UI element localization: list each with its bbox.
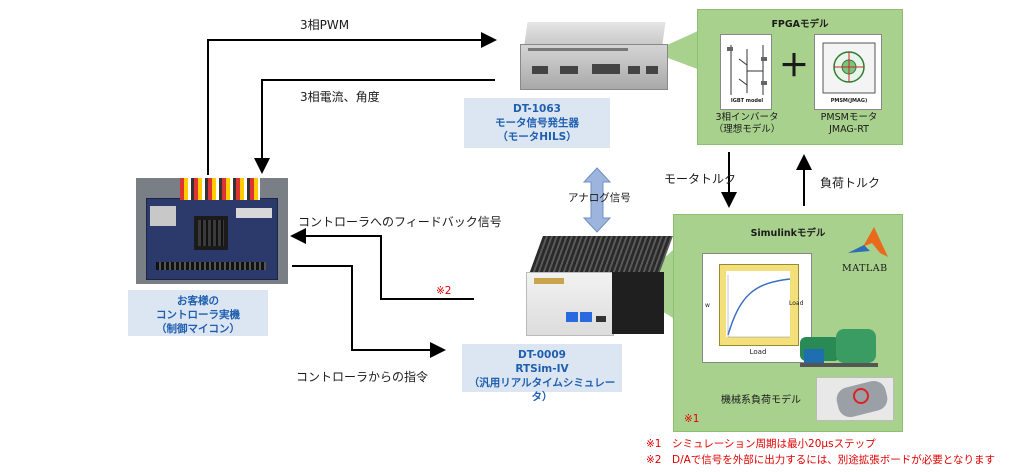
- mark1-label: ※1: [684, 413, 700, 425]
- analog-double-arrow: [582, 167, 612, 233]
- fpga-panel-title: FPGAモデル: [771, 19, 829, 30]
- mechanical-machine-image: [800, 319, 878, 369]
- controller-line2: コントローラ実機: [156, 309, 240, 321]
- pmsm-motor-icon: [822, 42, 876, 94]
- feedback-arrow: [290, 228, 474, 300]
- command-arrow: [292, 265, 446, 358]
- pmsm-card-label: PMSM(JMAG): [830, 98, 868, 104]
- load-torque-label: 負荷トルク: [820, 176, 881, 190]
- dt1063-device-image: [520, 22, 670, 90]
- dt1063-label-box: DT-1063 モータ信号発生器 （モータHILS）: [464, 98, 610, 148]
- plot-xlabel: Load: [749, 348, 767, 356]
- pwm-label: 3相PWM: [300, 18, 350, 32]
- analog-label: アナログ信号: [568, 192, 631, 204]
- plot-right-port: Load: [789, 300, 804, 307]
- motor-torque-label: モータトルク: [664, 172, 737, 186]
- footnote-1: ※1 シミュレーション周期は最小20μsステップ: [646, 438, 876, 450]
- pmsm-model-card: PMSM(JMAG): [814, 34, 882, 110]
- rtsim-line1: DT-0009: [518, 349, 566, 361]
- pwm-arrow: [207, 32, 497, 175]
- load-model-caption: 機械系負荷モデル: [721, 395, 801, 406]
- rtsim-line3: （汎用リアルタイムシミュレータ）: [468, 377, 616, 403]
- inverter-card-label: IGBT model: [730, 98, 764, 104]
- plus-symbol: ＋: [779, 49, 809, 84]
- fpga-model-panel: FPGAモデル IGBT model ＋ PMSM(JMAG) 3相インバータ …: [697, 9, 903, 145]
- dt1063-line3: （モータHILS）: [497, 131, 577, 143]
- feedback-label: コントローラへのフィードバック信号: [298, 215, 502, 229]
- pmsm-caption-line1: PMSMモータ: [820, 112, 878, 123]
- controller-line1: お客様の: [177, 295, 219, 307]
- mark2-label: ※2: [436, 285, 452, 297]
- simulink-model-panel: Simulinkモデル MATLAB w Load Load 機械系負荷モデル …: [673, 214, 903, 432]
- rtsim-device-image: [506, 236, 673, 336]
- cad-model-image: [816, 377, 894, 421]
- current-angle-arrow: [254, 79, 495, 174]
- fpga-callout-wedge: [652, 30, 700, 70]
- matlab-wordmark: MATLAB: [842, 263, 888, 274]
- matlab-logo-icon: [848, 227, 888, 257]
- inverter-caption-line1: 3相インバータ: [715, 112, 779, 123]
- current-angle-label: 3相電流、角度: [300, 90, 380, 104]
- simulink-panel-title: Simulinkモデル: [750, 228, 826, 239]
- controller-label-box: お客様の コントローラ実機 （制御マイコン）: [128, 290, 268, 336]
- command-label: コントローラからの指令: [296, 370, 429, 384]
- pmsm-caption-line2: JMAG-RT: [829, 124, 869, 135]
- controller-line3: （制御マイコン）: [156, 323, 240, 335]
- plot-left-port: w: [705, 302, 710, 309]
- inverter-caption: 3相インバータ （理想モデル）: [704, 112, 790, 136]
- pmsm-caption: PMSMモータ JMAG-RT: [806, 112, 892, 136]
- inverter-caption-line2: （理想モデル）: [713, 124, 781, 135]
- footnote-2: ※2 D/Aで信号を外部に出力するには、別途拡張ボードが必要となります: [646, 454, 995, 466]
- inverter-schematic-icon: [727, 45, 767, 95]
- load-plot-card: w Load Load: [702, 253, 812, 363]
- rtsim-line2: RTSim-IV: [515, 363, 569, 375]
- dt1063-line1: DT-1063: [513, 103, 561, 115]
- controller-board-image: [136, 178, 288, 284]
- inverter-model-card: IGBT model: [720, 34, 772, 110]
- rtsim-label-box: DT-0009 RTSim-IV （汎用リアルタイムシミュレータ）: [462, 344, 622, 403]
- load-plot-frame: [719, 264, 799, 346]
- load-plot-curve: [727, 275, 791, 338]
- dt1063-line2: モータ信号発生器: [495, 117, 579, 129]
